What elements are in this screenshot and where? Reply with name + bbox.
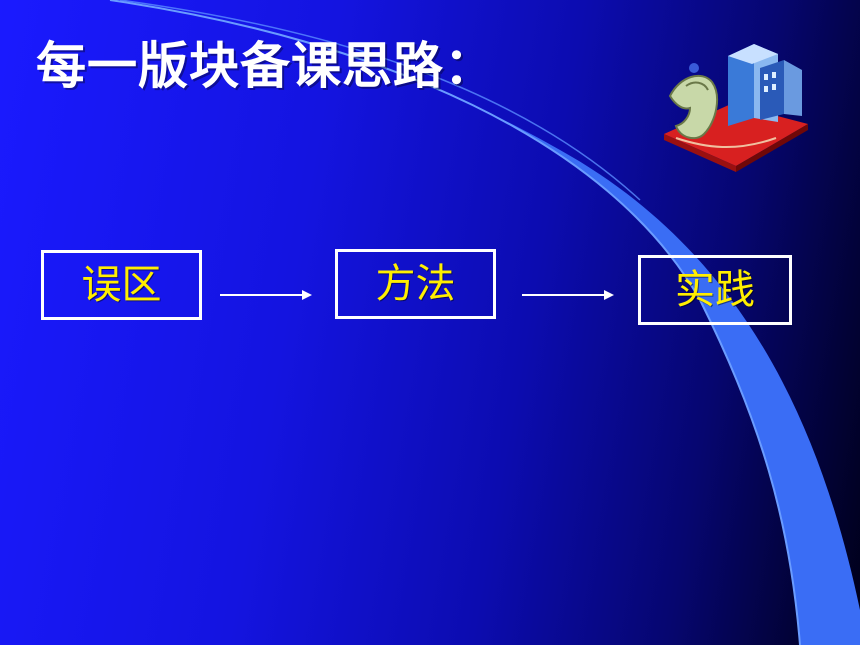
- slide-title: 每一版块备课思路：: [36, 37, 495, 95]
- flow-box-3: 实践: [638, 255, 792, 325]
- flow-box-label: 误区: [81, 262, 162, 308]
- flow-box-label: 方法: [375, 261, 456, 307]
- flow-box-1: 误区: [41, 250, 202, 320]
- right-arrow-icon: [522, 290, 614, 300]
- flow-box-label: 实践: [675, 267, 755, 313]
- flow-box-2: 方法: [335, 249, 496, 319]
- city-building-clipart-icon: [664, 44, 808, 172]
- right-arrow-icon: [220, 290, 312, 300]
